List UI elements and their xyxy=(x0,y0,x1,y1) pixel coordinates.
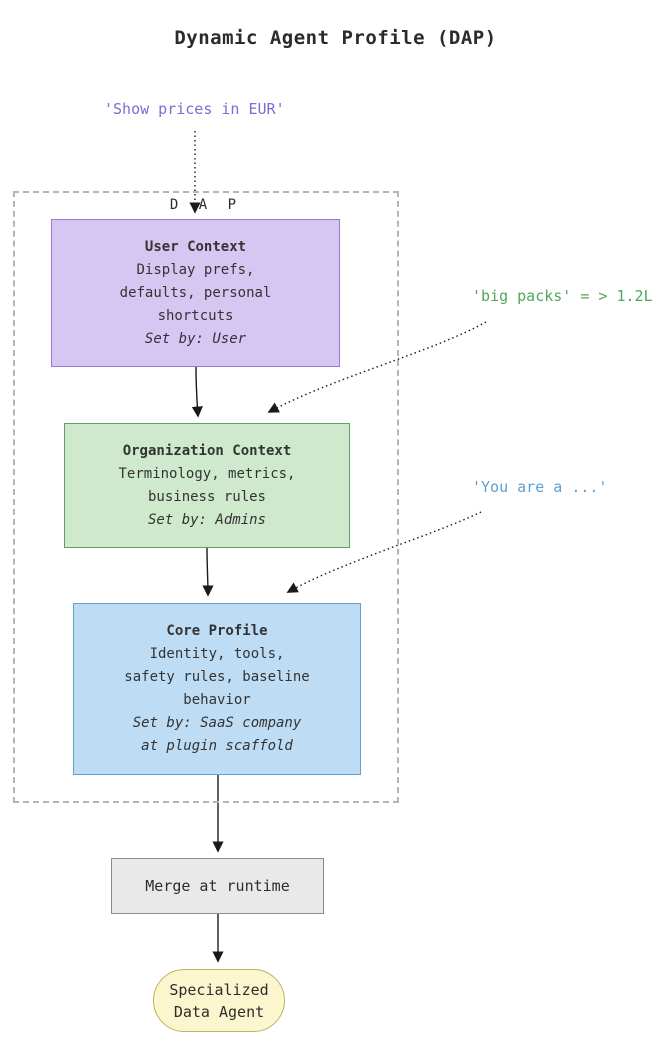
core-profile-set-by: at plugin scaffold xyxy=(141,738,293,754)
core-profile-set-by: Set by: SaaS company xyxy=(132,715,302,731)
specialized-agent-label-line: Specialized xyxy=(169,980,269,999)
dap-boundary-label: D A P xyxy=(169,197,243,213)
specialized-agent-node: Specialized Data Agent xyxy=(153,969,285,1032)
specialized-agent-label-line: Data Agent xyxy=(173,1002,265,1021)
dap-boundary-container xyxy=(13,191,399,803)
core-profile-line: Identity, tools, xyxy=(149,646,285,662)
organization-context-line: Terminology, metrics, xyxy=(118,465,296,482)
organization-context-set-by: Set by: Admins xyxy=(147,511,266,528)
merge-runtime-box: Merge at runtime xyxy=(111,858,324,914)
user-context-box: User Context Display prefs, defaults, pe… xyxy=(51,219,340,367)
user-context-set-by: Set by: User xyxy=(144,330,247,347)
user-input-annotation: 'Show prices in EUR' xyxy=(104,100,285,118)
organization-context-line: business rules xyxy=(147,488,266,505)
core-profile-line: safety rules, baseline xyxy=(124,669,310,685)
merge-runtime-label: Merge at runtime xyxy=(145,876,290,895)
user-context-title: User Context xyxy=(144,238,247,255)
diagram-title: Dynamic Agent Profile (DAP) xyxy=(174,27,497,49)
core-profile-box: Core Profile Identity, tools, safety rul… xyxy=(73,603,361,775)
organization-context-title: Organization Context xyxy=(122,442,292,459)
organization-context-box: Organization Context Terminology, metric… xyxy=(64,423,350,548)
core-prompt-annotation: 'You are a ...' xyxy=(472,478,608,496)
core-profile-line: behavior xyxy=(183,692,251,708)
core-profile-title: Core Profile xyxy=(166,623,268,639)
org-rule-annotation: 'big packs' = > 1.2L xyxy=(472,287,653,305)
user-context-line: defaults, personal xyxy=(119,284,272,301)
user-context-line: shortcuts xyxy=(157,307,234,324)
user-context-line: Display prefs, xyxy=(136,261,255,278)
